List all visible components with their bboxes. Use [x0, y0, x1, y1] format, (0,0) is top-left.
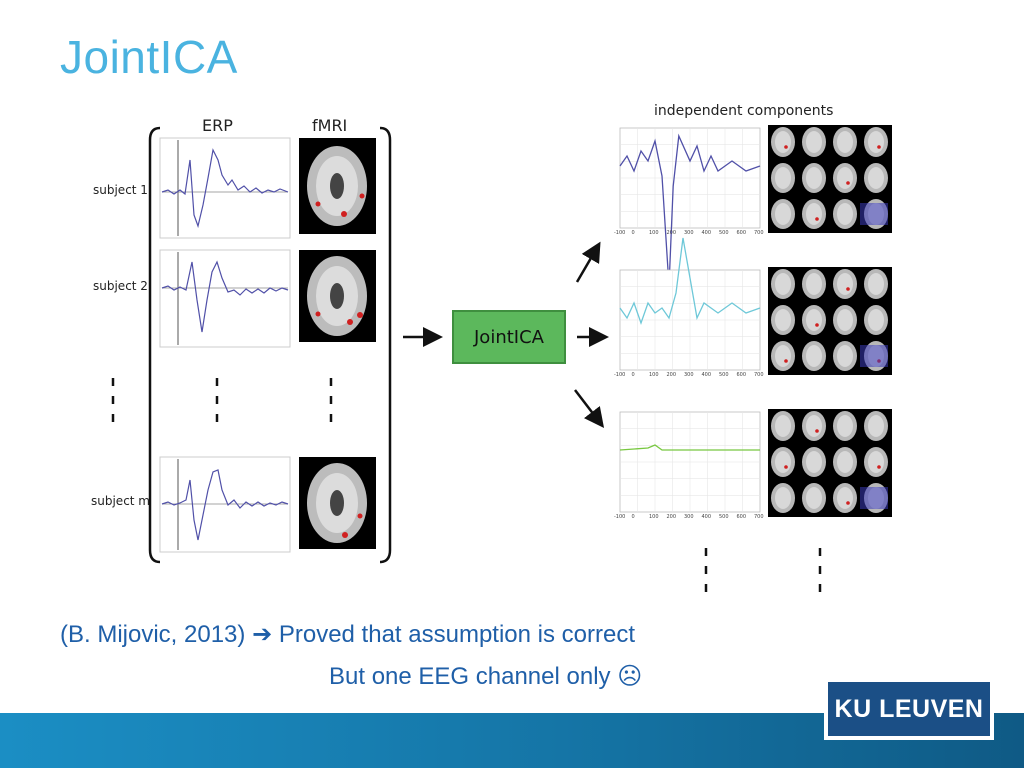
- caption-statement: Proved that assumption is correct: [278, 621, 635, 648]
- component-plots: [619, 127, 761, 513]
- jointica-box: JointICA: [452, 310, 566, 364]
- component-tick-labels: -100 0 100 200 300 400 500 600 700 -100 0 100 200 300…: [614, 230, 764, 520]
- x-tick-label: 600: [736, 372, 747, 378]
- figure: ERP fMRI subject 1 subject 2 subject m i…: [91, 103, 892, 592]
- fmri-slice-1: [299, 138, 376, 234]
- subject-label-2: subject 2: [93, 279, 148, 293]
- x-tick-label: 300: [684, 230, 694, 236]
- x-tick-label: 300: [684, 514, 694, 520]
- right-bracket: [379, 126, 392, 564]
- fmri-slice-m: [299, 457, 376, 549]
- x-tick-label: 200: [666, 372, 677, 378]
- component-plot-3: [619, 411, 761, 513]
- erp-panel-m: [159, 456, 291, 553]
- erp-column-header: ERP: [202, 116, 233, 135]
- component-plot-1: [619, 127, 761, 287]
- erp-trace-2: [161, 260, 289, 333]
- component-trace-3: [619, 444, 760, 451]
- x-tick-label: 0: [631, 372, 635, 378]
- caption-line-2: But one EEG channel only ☹: [329, 663, 643, 690]
- logo-text: KU LEUVEN: [828, 682, 990, 736]
- x-tick-label: 400: [701, 514, 712, 520]
- x-tick-label: 0: [631, 230, 635, 236]
- erp-panel-1: [159, 137, 291, 239]
- ku-leuven-logo: KU LEUVEN: [824, 678, 994, 740]
- component-montages: [768, 125, 892, 517]
- x-tick-label: 700: [754, 230, 764, 236]
- component-plot-2: [619, 237, 761, 371]
- caption-line-1: (B. Mijovic, 2013) ➔ Proved that assumpt…: [60, 620, 635, 649]
- ellipsis-right: [704, 548, 822, 592]
- x-tick-label: 200: [666, 514, 677, 520]
- component-trace-2: [619, 237, 761, 325]
- component-montage-2: [768, 267, 892, 375]
- ellipsis-left: [111, 378, 333, 422]
- x-tick-label: -100: [614, 372, 626, 378]
- x-tick-label: 100: [649, 372, 659, 378]
- x-tick-label: -100: [614, 230, 626, 236]
- erp-trace-1: [161, 148, 289, 229]
- x-tick-label: 500: [719, 514, 729, 520]
- component-montage-1: [768, 125, 892, 233]
- x-tick-label: 400: [701, 230, 712, 236]
- left-bracket: [148, 126, 161, 564]
- x-tick-label: 400: [701, 372, 712, 378]
- x-tick-label: 300: [684, 372, 694, 378]
- x-tick-label: 200: [666, 230, 677, 236]
- erp-trace-m: [161, 469, 289, 541]
- x-tick-label: 700: [754, 372, 764, 378]
- fmri-slice-2: [299, 250, 376, 342]
- component-trace-1: [619, 133, 761, 287]
- components-title: independent components: [654, 103, 834, 119]
- arrow-to-component-1: [575, 241, 601, 283]
- right-arrow-icon: ➔: [252, 620, 273, 648]
- figure-graphics: [111, 125, 892, 592]
- x-tick-label: 100: [649, 514, 659, 520]
- x-tick-label: 500: [719, 372, 729, 378]
- x-tick-label: 100: [649, 230, 659, 236]
- x-tick-label: 600: [736, 514, 747, 520]
- erp-panel-2: [159, 249, 291, 348]
- x-tick-label: 0: [631, 514, 635, 520]
- component-montage-3: [768, 409, 892, 517]
- subject-label-m: subject m: [91, 494, 150, 508]
- fmri-column-header: fMRI: [312, 116, 348, 135]
- subject-label-1: subject 1: [93, 183, 148, 197]
- arrow-to-component-3: [574, 389, 605, 428]
- citation: (B. Mijovic, 2013): [60, 621, 246, 648]
- x-tick-label: 600: [736, 230, 747, 236]
- slide-title: JointICA: [60, 31, 238, 83]
- x-tick-label: 700: [754, 514, 764, 520]
- x-tick-label: 500: [719, 230, 729, 236]
- x-tick-label: -100: [614, 514, 626, 520]
